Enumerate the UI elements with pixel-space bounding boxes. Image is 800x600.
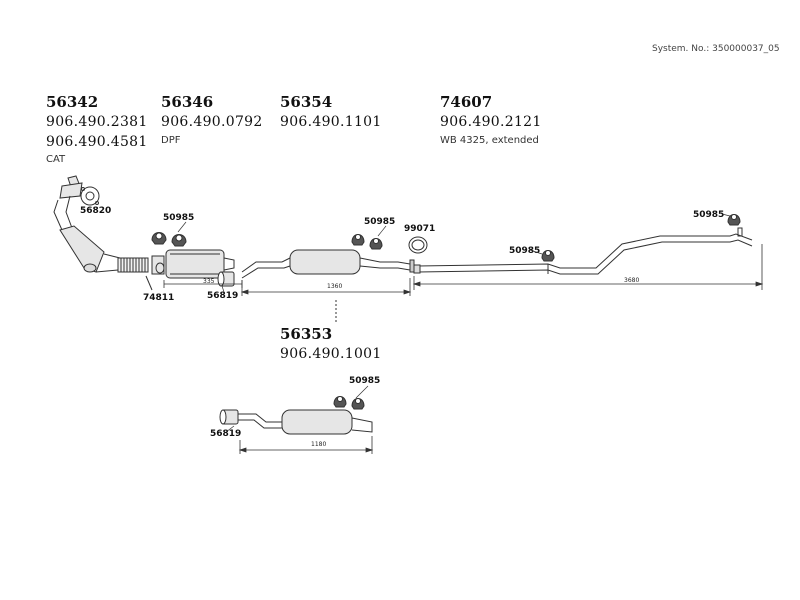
part-number-56353: 56353 [280,325,333,343]
dimension-3680: 3680 [624,277,640,284]
clamp-56819-drawing [217,271,235,287]
part-number-56346: 56346 [161,93,214,111]
system-number: System. No.: 350000037_05 [652,44,780,54]
dimension-line-1360 [240,278,412,296]
dimension-335: 335 [203,278,215,285]
dimension-1360: 1360 [327,283,343,290]
dimension-line-3680 [412,244,764,290]
hanger-drawing [541,214,741,262]
callout-99071: 99071 [404,224,436,234]
oe-number: 906.490.2381 [46,114,148,130]
callout-50985: 50985 [509,246,541,256]
dimension-1180: 1180 [311,441,327,448]
part-number-56342: 56342 [46,93,99,111]
part-number-74607: 74607 [440,93,493,111]
callout-74811: 74811 [143,293,175,303]
tail-pipe-drawing [413,227,753,275]
oe-number: 906.490.1101 [280,114,382,130]
callout-50985: 50985 [693,210,725,220]
oe-number: 906.490.1001 [280,346,382,362]
oe-number: 906.490.0792 [161,114,263,130]
part-note-dpf: DPF [161,135,181,146]
dimension-line-1180 [238,436,374,454]
callout-56819: 56819 [210,429,242,439]
gasket-56820-drawing [80,186,100,206]
callout-50985: 50985 [163,213,195,223]
hanger-pair-drawing [351,234,383,250]
catalytic-converter-drawing [53,175,153,291]
callout-50985: 50985 [349,376,381,386]
clamp-99071-drawing [408,236,428,254]
middle-silencer-drawing [241,249,415,279]
callout-50985: 50985 [364,217,396,227]
hanger-pair-drawing [151,232,187,247]
rear-silencer-drawing [219,409,373,435]
part-number-56354: 56354 [280,93,333,111]
dpf-drawing [151,249,235,279]
hanger-pair-drawing [333,396,365,410]
oe-number: 906.490.4581 [46,134,148,150]
part-note-extended: WB 4325, extended [440,135,539,146]
callout-56819: 56819 [207,291,239,301]
part-note-cat: CAT [46,154,66,165]
callout-56820: 56820 [80,206,112,216]
oe-number: 906.490.2121 [440,114,542,130]
